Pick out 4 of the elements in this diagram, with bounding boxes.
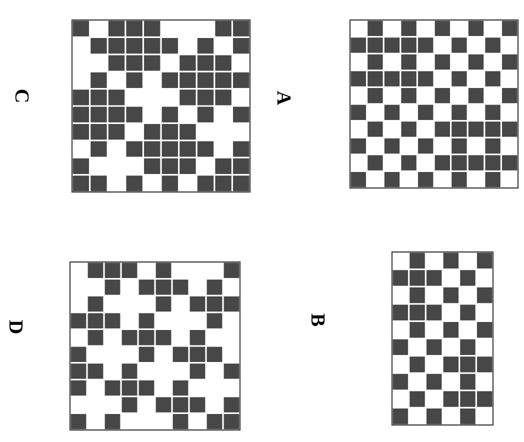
panel-letter: A <box>277 90 291 106</box>
panel-letter: B <box>311 314 325 326</box>
panel-letter: D <box>9 320 23 334</box>
panel-letter: C <box>15 90 29 102</box>
